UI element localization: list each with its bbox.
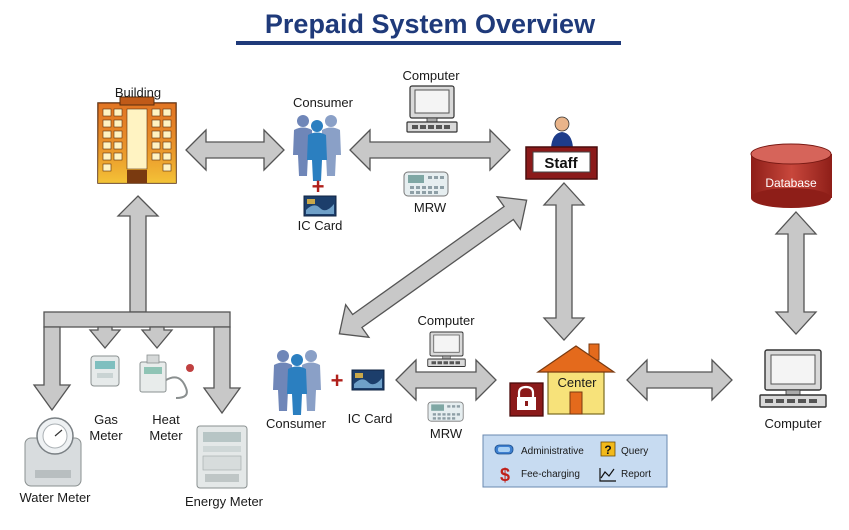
mrw-bottom-icon (427, 401, 464, 422)
plus-icon-bottom: + (331, 368, 344, 393)
computer-top-icon (406, 85, 458, 133)
plus-icon: + (312, 174, 325, 199)
staff-label: Staff (544, 155, 578, 172)
water-meter-label: Water Meter (19, 490, 91, 505)
mrw-top-icon (403, 171, 449, 197)
arrow-staff-center (542, 182, 586, 341)
arrow-building-consumer (185, 128, 285, 172)
mrw-bottom-label: MRW (430, 426, 463, 441)
staff-person-icon (551, 116, 573, 148)
ic-card-bottom-icon (351, 369, 385, 391)
database-label: Database (765, 176, 817, 190)
report-chart-icon (599, 468, 616, 482)
computer-mid-label: Computer (417, 313, 475, 328)
legend-report: Report (621, 469, 651, 480)
computer-top-label: Computer (402, 68, 460, 83)
heat-meter-icon (139, 354, 194, 399)
arrow-to-gas-meter (88, 326, 122, 350)
dollar-icon: $ (500, 465, 510, 485)
legend-query: Query (621, 446, 648, 457)
building-label: Building (115, 85, 161, 100)
arrow-staff-consumer-bottom (338, 195, 528, 339)
meter-distribution-bar (43, 311, 231, 328)
legend-administrative: Administrative (521, 446, 584, 457)
arrow-building-meters-vertical (116, 195, 160, 313)
arrow-to-energy-meter (202, 326, 242, 415)
gas-meter-label-line2: Meter (89, 428, 123, 443)
gas-meter-icon (90, 355, 120, 387)
computer-right-label: Computer (764, 416, 822, 431)
energy-meter-label: Energy Meter (185, 494, 264, 509)
center-function-legend: Administrative ? Query $ Fee-charging Re… (482, 434, 668, 488)
ic-card-top-label: IC Card (298, 218, 343, 233)
arrow-consumer-center (395, 358, 497, 402)
building-icon (97, 96, 177, 184)
energy-meter-icon (196, 425, 248, 489)
computer-right-icon (759, 349, 827, 408)
staff-label-plate (532, 151, 591, 173)
consumer-top-label: Consumer (293, 95, 354, 110)
arrow-consumer-staff (349, 128, 511, 172)
ic-card-top-icon (303, 195, 337, 217)
computer-mid-icon (427, 331, 466, 367)
center-label: Center (557, 375, 597, 390)
gas-meter-label-line1: Gas (94, 412, 118, 427)
administrative-icon (494, 444, 514, 455)
arrow-to-heat-meter (140, 326, 174, 350)
consumer-bottom-label: Consumer (266, 416, 327, 431)
question-mark: ? (604, 443, 611, 457)
heat-meter-label-line2: Meter (149, 428, 183, 443)
query-icon: ? (600, 441, 616, 457)
arrow-center-computer (626, 358, 733, 402)
lock-icon (509, 382, 544, 417)
center-house-icon (536, 343, 616, 415)
arrow-database-computer (774, 211, 818, 335)
arrow-to-water-meter (32, 326, 72, 412)
database-icon (750, 143, 832, 208)
title-underline (236, 41, 621, 45)
page-title: Prepaid System Overview (265, 9, 596, 39)
consumer-top-people-icon (293, 115, 341, 181)
consumer-bottom-people-icon (273, 350, 321, 415)
mrw-top-label: MRW (414, 200, 447, 215)
water-meter-icon (24, 417, 82, 487)
legend-fee-charging: Fee-charging (521, 469, 580, 480)
heat-meter-label-line1: Heat (152, 412, 180, 427)
ic-card-bottom-label: IC Card (348, 411, 393, 426)
